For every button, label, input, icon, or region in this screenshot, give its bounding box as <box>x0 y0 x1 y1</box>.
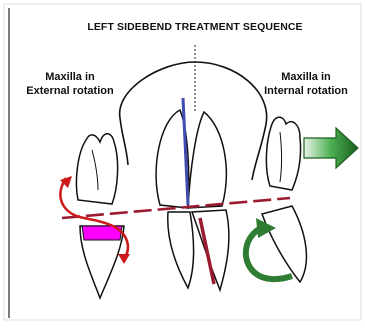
label-left-line1: Maxilla in <box>14 70 126 84</box>
right-upper-molar <box>266 117 300 190</box>
lower-incisor-right <box>192 210 229 290</box>
maxilla-arch-left <box>120 118 128 165</box>
left-rotation-arrowhead-bottom <box>118 254 130 264</box>
diagram-title: LEFT SIDEBEND TREATMENT SEQUENCE <box>40 20 350 34</box>
label-internal-rotation: Maxilla in Internal rotation <box>252 70 360 98</box>
label-right-line1: Maxilla in <box>252 70 360 84</box>
left-upper-molar <box>76 134 117 204</box>
lower-incisor-left <box>168 212 194 288</box>
label-left-line2: External rotation <box>14 84 126 98</box>
label-external-rotation: Maxilla in External rotation <box>14 70 126 98</box>
upper-incisor-right <box>188 112 226 208</box>
right-lower-tooth <box>262 206 306 282</box>
green-direction-arrow <box>304 128 358 168</box>
label-right-line2: Internal rotation <box>252 84 360 98</box>
